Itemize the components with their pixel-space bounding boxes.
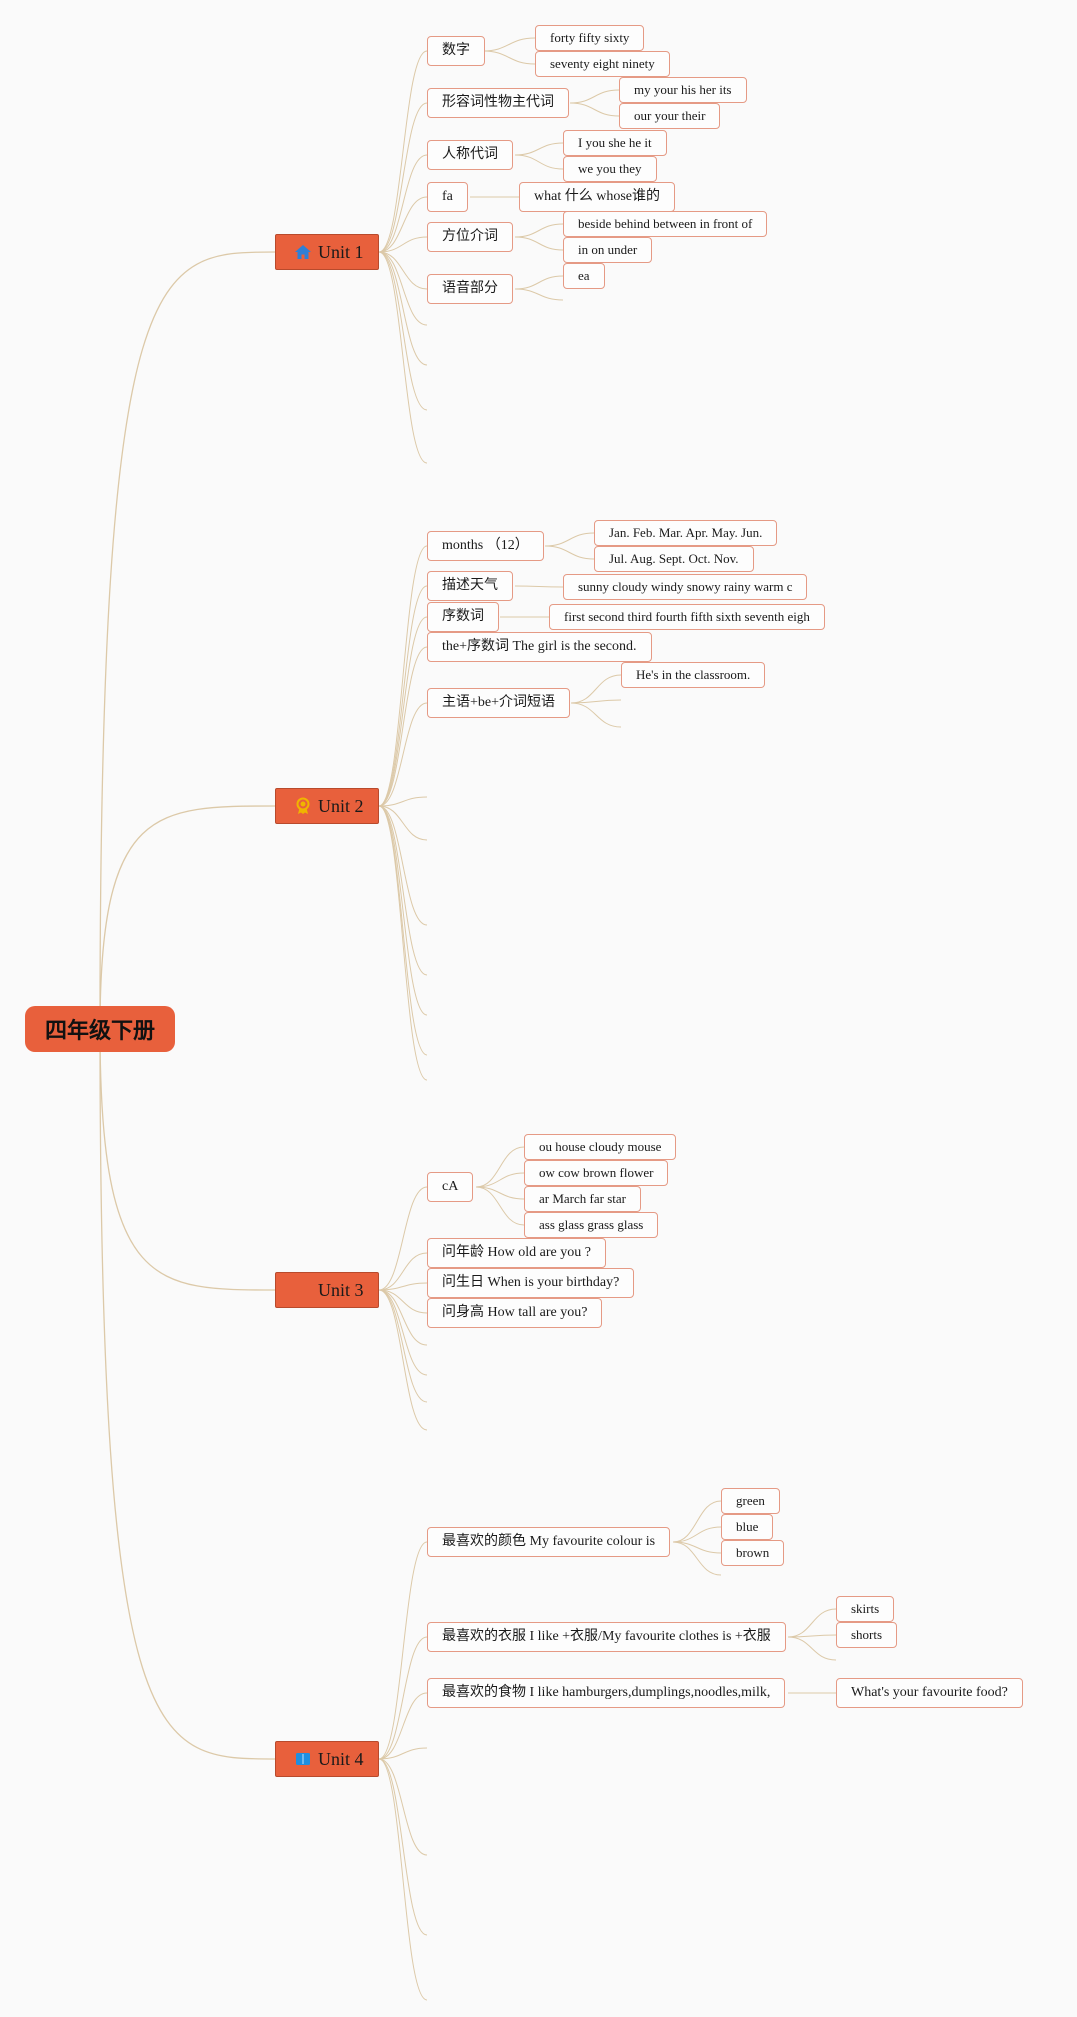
branch-node[interactable]: months （12） <box>427 531 544 561</box>
branch-node[interactable]: 最喜欢的颜色 My favourite colour is <box>427 1527 671 1557</box>
branch-node[interactable]: 数字 <box>427 36 485 66</box>
branch-node[interactable]: 方位介词 <box>427 222 513 252</box>
branch-node[interactable]: cA <box>427 1172 474 1202</box>
branch-node[interactable]: 描述天气 <box>427 571 513 601</box>
detail-node[interactable]: ow cow brown flower <box>524 1160 669 1186</box>
branch-node[interactable]: 人称代词 <box>427 140 513 170</box>
detail-node[interactable]: our your their <box>619 103 721 129</box>
detail-node[interactable]: I you she he it <box>563 130 667 156</box>
unit-1-node[interactable]: Unit 1 <box>275 234 379 270</box>
detail-node[interactable]: shorts <box>836 1622 898 1648</box>
branch-node[interactable]: 问生日 When is your birthday? <box>427 1268 635 1298</box>
detail-node[interactable]: in on under <box>563 237 653 263</box>
detail-node[interactable]: green <box>721 1488 780 1514</box>
unit-2-node[interactable]: Unit 2 <box>275 788 379 824</box>
award-icon <box>294 797 312 815</box>
detail-node[interactable]: my your his her its <box>619 77 747 103</box>
unit-label: Unit 1 <box>318 241 364 262</box>
detail-node[interactable]: brown <box>721 1540 785 1566</box>
detail-node[interactable]: we you they <box>563 156 657 182</box>
branch-node[interactable]: 最喜欢的食物 I like hamburgers,dumplings,noodl… <box>427 1678 786 1708</box>
detail-node[interactable]: seventy eight ninety <box>535 51 670 77</box>
unit-3-node[interactable]: Unit 3 <box>275 1272 379 1308</box>
detail-node[interactable]: what 什么 whose谁的 <box>519 182 675 212</box>
detail-node[interactable]: ea <box>563 263 605 289</box>
detail-node[interactable]: What's your favourite food? <box>836 1678 1023 1708</box>
unit-label: Unit 4 <box>318 1748 364 1769</box>
detail-node[interactable]: skirts <box>836 1596 895 1622</box>
branch-node[interactable]: 语音部分 <box>427 274 513 304</box>
book-icon <box>294 1750 312 1768</box>
detail-node[interactable]: ass glass grass glass <box>524 1212 659 1238</box>
detail-node[interactable]: Jul. Aug. Sept. Oct. Nov. <box>594 546 754 572</box>
root-node[interactable]: 四年级下册 <box>25 1006 175 1052</box>
unit-4-node[interactable]: Unit 4 <box>275 1741 379 1777</box>
house-icon <box>294 243 312 261</box>
branch-node[interactable]: 序数词 <box>427 602 499 632</box>
branch-node[interactable]: 最喜欢的衣服 I like +衣服/My favourite clothes i… <box>427 1622 786 1652</box>
branch-node[interactable]: the+序数词 The girl is the second. <box>427 632 652 662</box>
unit-label: Unit 2 <box>318 795 364 816</box>
branch-node[interactable]: 问年龄 How old are you ? <box>427 1238 606 1268</box>
detail-node[interactable]: first second third fourth fifth sixth se… <box>549 604 825 630</box>
detail-node[interactable]: He's in the classroom. <box>621 662 766 688</box>
branch-node[interactable]: fa <box>427 182 468 212</box>
detail-node[interactable]: beside behind between in front of <box>563 211 768 237</box>
detail-node[interactable]: ar March far star <box>524 1186 641 1212</box>
flag-icon <box>294 1281 312 1299</box>
detail-node[interactable]: forty fifty sixty <box>535 25 645 51</box>
unit-label: Unit 3 <box>318 1279 364 1300</box>
detail-node[interactable]: Jan. Feb. Mar. Apr. May. Jun. <box>594 520 778 546</box>
detail-node[interactable]: ou house cloudy mouse <box>524 1134 677 1160</box>
detail-node[interactable]: sunny cloudy windy snowy rainy warm c <box>563 574 808 600</box>
branch-node[interactable]: 问身高 How tall are you? <box>427 1298 603 1328</box>
detail-node[interactable]: blue <box>721 1514 774 1540</box>
branch-node[interactable]: 主语+be+介词短语 <box>427 688 571 718</box>
branch-node[interactable]: 形容词性物主代词 <box>427 88 569 118</box>
